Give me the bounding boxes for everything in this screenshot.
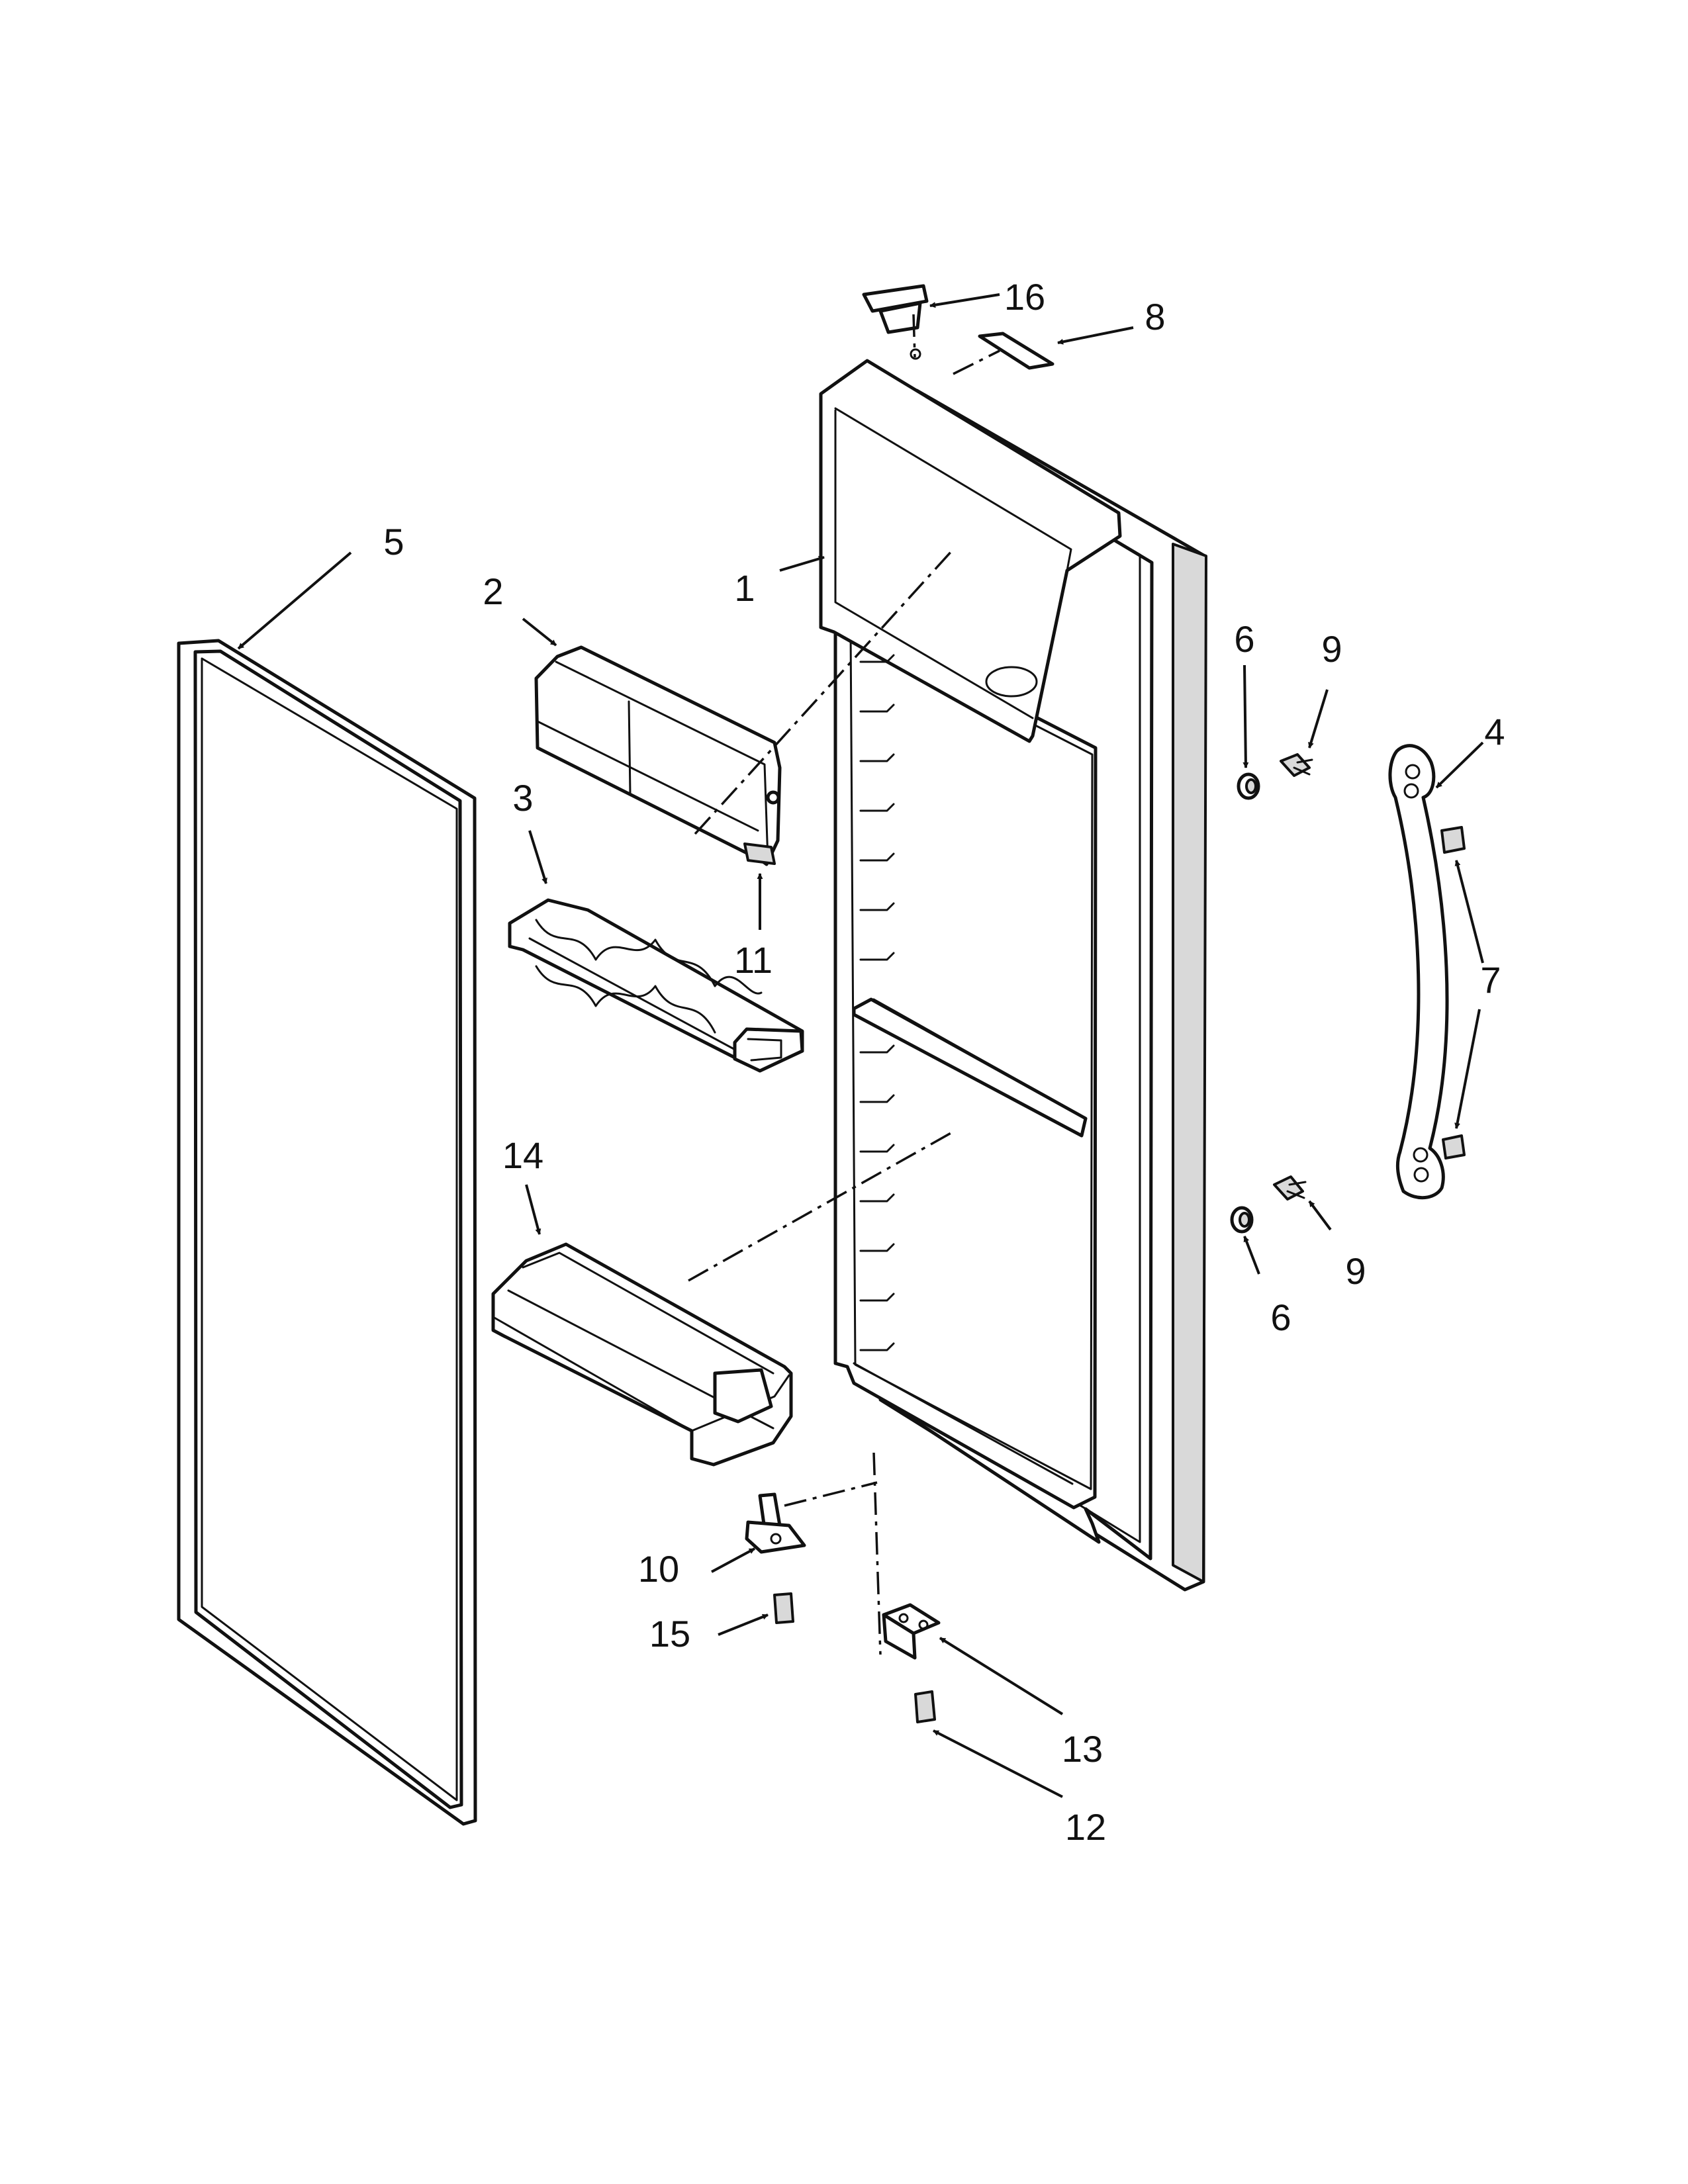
bottom-hinge-pin xyxy=(745,1492,806,1554)
liner-ridges xyxy=(859,654,895,1351)
screw-top xyxy=(1280,753,1313,777)
gallon-bin xyxy=(491,1242,793,1467)
callout-9-bottom: 9 xyxy=(1345,1250,1366,1292)
door-gasket xyxy=(177,639,477,1826)
hinge-screw xyxy=(773,1592,794,1624)
handle-stud-top xyxy=(1440,826,1466,854)
callout-4: 4 xyxy=(1484,711,1505,752)
door-liner xyxy=(819,359,1207,1592)
callout-5: 5 xyxy=(383,521,404,563)
callout-8: 8 xyxy=(1145,296,1165,338)
callout-6-bottom: 6 xyxy=(1270,1297,1291,1338)
spacer-top xyxy=(1237,772,1260,800)
assembly-lines xyxy=(688,314,1000,1655)
bottom-hinge-bracket xyxy=(882,1603,941,1660)
callout-1: 1 xyxy=(734,567,755,609)
trim-label xyxy=(978,332,1055,370)
callout-6-top: 6 xyxy=(1234,618,1254,660)
callout-7: 7 xyxy=(1480,959,1501,1001)
callout-14: 14 xyxy=(502,1134,543,1176)
callout-13: 13 xyxy=(1062,1728,1103,1770)
door-handle xyxy=(1388,744,1449,1200)
callout-11: 11 xyxy=(734,939,773,981)
hinge-bushing xyxy=(862,284,929,360)
callout-2: 2 xyxy=(483,570,503,612)
callout-10: 10 xyxy=(638,1548,679,1590)
callout-16: 16 xyxy=(1004,276,1045,318)
egg-tray xyxy=(508,898,804,1073)
spacer-bottom xyxy=(1230,1206,1254,1234)
dairy-door xyxy=(534,645,782,866)
callout-3: 3 xyxy=(512,777,533,819)
leader-lines xyxy=(237,293,1484,1798)
handle-stud-bottom xyxy=(1442,1134,1466,1160)
callout-12: 12 xyxy=(1065,1806,1106,1848)
callout-15: 15 xyxy=(649,1613,690,1655)
callout-9-top: 9 xyxy=(1321,628,1342,670)
screw-bottom xyxy=(1273,1175,1307,1201)
bracket-screw xyxy=(914,1690,936,1723)
